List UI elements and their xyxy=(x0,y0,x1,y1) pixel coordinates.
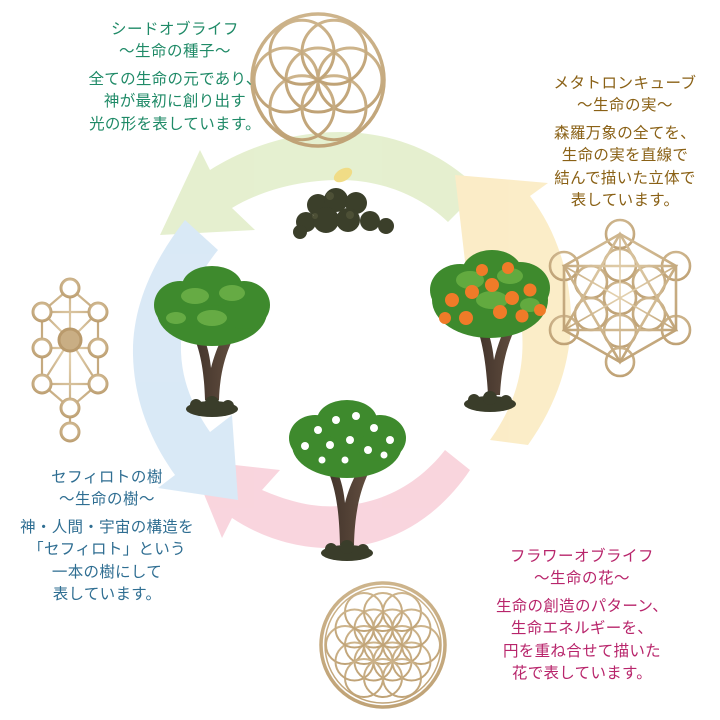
flower-line-2: 生命エネルギーを、 xyxy=(510,619,654,638)
tree-line-3: 一本の樹にして xyxy=(51,562,163,581)
cycle-arrows xyxy=(132,132,571,549)
tree-line-2: 「セフィロト」という xyxy=(28,540,186,559)
arrow-blue xyxy=(132,220,238,500)
tree-line-1: 神・人間・宇宙の構造を xyxy=(20,518,194,536)
tree-of-life-title: セフィロトの樹 xyxy=(51,468,163,486)
flower-line-3: 円を重ね合せて描いた xyxy=(502,641,661,660)
flower-of-life-subtitle: 〜生命の花〜 xyxy=(533,569,630,587)
flowering-tree-illustration xyxy=(289,400,406,561)
fruit-line-3: 結んで描いた立体で xyxy=(554,168,696,187)
seed-of-life-title: シードオブライフ xyxy=(110,20,239,38)
green-tree-illustration xyxy=(154,266,270,417)
tree-line-4: 表しています。 xyxy=(52,585,162,604)
flower-line-4: 花で表しています。 xyxy=(511,664,653,683)
seed-of-life-icon xyxy=(250,12,386,148)
flower-line-1: 生命の創造のパターン、 xyxy=(495,597,669,615)
seed-line-3: 光の形を表しています。 xyxy=(89,114,261,133)
metatrons-cube-subtitle: 〜生命の実〜 xyxy=(576,96,673,114)
fruit-tree-illustration xyxy=(430,250,550,412)
fruit-line-4: 表しています。 xyxy=(570,191,680,210)
flower-of-life-icon xyxy=(319,581,447,709)
metatrons-cube-description: 森羅万象の全てを、 生命の実を直線で 結んで描いた立体で 表しています。 xyxy=(520,122,720,212)
seed-line-2: 神が最初に創り出す xyxy=(103,92,247,111)
arrow-green xyxy=(160,132,480,235)
arrow-yellow xyxy=(455,175,571,445)
flower-of-life-title: フラワーオブライフ xyxy=(509,547,654,565)
arrow-pink xyxy=(190,450,470,549)
metatrons-cube-title: メタトロンキューブ xyxy=(553,74,697,92)
tree-of-life-icon xyxy=(31,277,109,443)
tree-of-life-description: 神・人間・宇宙の構造を 「セフィロト」という 一本の樹にして 表しています。 xyxy=(0,516,214,606)
fruit-line-1: 森羅万象の全てを、 xyxy=(554,124,696,142)
seed-of-life-subtitle: 〜生命の種子〜 xyxy=(118,42,231,60)
flower-of-life-description: 生命の創造のパターン、 生命エネルギーを、 円を重ね合せて描いた 花で表していま… xyxy=(452,595,712,685)
seed-of-life-description: 全ての生命の元であり、 神が最初に創り出す 光の形を表しています。 xyxy=(50,68,300,135)
metatrons-cube-text: メタトロンキューブ 〜生命の実〜 森羅万象の全てを、 生命の実を直線で 結んで描… xyxy=(520,72,720,212)
metatrons-cube-icon xyxy=(548,218,692,378)
flower-of-life-text: フラワーオブライフ 〜生命の花〜 生命の創造のパターン、 生命エネルギーを、 円… xyxy=(452,545,712,685)
seed-soil-illustration xyxy=(293,167,394,239)
fruit-line-2: 生命の実を直線で xyxy=(561,146,689,165)
seed-line-1: 全ての生命の元であり、 xyxy=(88,70,262,88)
tree-of-life-subtitle: 〜生命の樹〜 xyxy=(58,490,155,508)
tree-of-life-text: セフィロトの樹 〜生命の樹〜 神・人間・宇宙の構造を 「セフィロト」という 一本… xyxy=(0,466,214,606)
seed-of-life-text: シードオブライフ 〜生命の種子〜 全ての生命の元であり、 神が最初に創り出す 光… xyxy=(50,18,300,135)
